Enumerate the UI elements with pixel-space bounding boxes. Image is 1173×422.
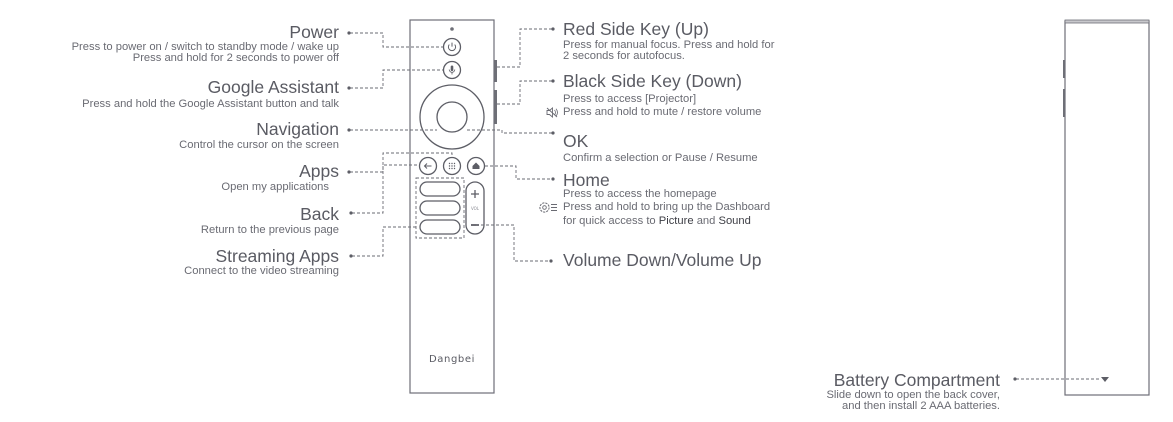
streaming-app-button-1 <box>419 181 461 197</box>
label-desc: and then install 2 AAA batteries. <box>842 400 1000 412</box>
leader-lines-left <box>350 32 453 257</box>
label-desc: Open my applications <box>221 181 329 193</box>
label-streaming-apps: Streaming Apps Connect to the video stre… <box>184 246 339 277</box>
label-title: Black Side Key (Down) <box>563 71 742 91</box>
label-title: OK <box>563 131 589 151</box>
label-title: Apps <box>299 161 339 181</box>
vol-label: VOL <box>470 206 480 211</box>
slide-down-arrow-icon <box>1101 377 1109 382</box>
label-desc: Press to access the homepage <box>563 188 717 200</box>
label-desc: Press and hold to mute / restore volume <box>563 106 762 118</box>
label-ok: OK Confirm a selection or Pause / Resume <box>563 131 758 164</box>
volume-rocker <box>465 181 485 235</box>
google-assistant-button <box>442 60 462 80</box>
plus-icon <box>471 190 479 198</box>
label-title: Volume Down/Volume Up <box>563 250 762 270</box>
label-desc: Confirm a selection or Pause / Resume <box>563 152 758 164</box>
label-desc-row: for quick access to Picture and Sound <box>563 215 770 227</box>
back-button <box>418 156 438 176</box>
remote-body-side <box>1064 20 1150 396</box>
leader-dots-right <box>549 27 555 263</box>
label-title: Home <box>563 170 610 190</box>
apps-button <box>442 156 462 176</box>
highlight-picture: Picture <box>658 215 694 227</box>
label-desc: Press to access [Projector] <box>563 93 697 105</box>
label-desc: Return to the previous page <box>200 224 339 236</box>
home-button <box>466 156 486 176</box>
back-arrow-icon <box>423 163 432 169</box>
streaming-app-button-3 <box>419 219 461 235</box>
label-desc-row: Press and hold to mute / restore volume <box>546 106 762 118</box>
label-desc: Slide down to open the back cover, <box>826 389 1000 401</box>
battery-leader-dot <box>1013 377 1017 381</box>
label-desc-row: Press and hold to bring up the Dashboard <box>539 201 771 213</box>
streaming-apps-group-outline <box>415 177 465 239</box>
label-desc: Control the cursor on the screen <box>179 139 339 151</box>
label-desc: Press and hold to bring up the Dashboard <box>563 201 771 213</box>
highlight-sound: Sound <box>718 215 751 227</box>
label-title: Streaming Apps <box>215 246 339 266</box>
label-title: Google Assistant <box>207 77 339 97</box>
label-title: Power <box>289 22 339 42</box>
label-home: Home Press to access the homepage Press … <box>539 170 771 227</box>
power-button <box>442 37 462 57</box>
side-top-edge <box>1064 19 1150 24</box>
label-battery-compartment: Battery Compartment Slide down to open t… <box>826 370 1000 412</box>
red-side-key <box>494 60 497 82</box>
label-red-side-key: Red Side Key (Up) Press for manual focus… <box>563 19 774 62</box>
mute-speaker-icon <box>546 107 559 121</box>
ok-button <box>436 101 468 133</box>
label-black-side-key: Black Side Key (Down) Press to access [P… <box>546 71 762 118</box>
indicator-light <box>450 27 454 31</box>
leader-dots-left <box>347 31 353 258</box>
label-navigation: Navigation Control the cursor on the scr… <box>179 119 339 151</box>
label-apps: Apps Open my applications <box>221 161 339 193</box>
label-desc: Press and hold the Google Assistant butt… <box>82 98 339 110</box>
microphone-icon <box>450 65 454 71</box>
dashboard-settings-icon <box>538 201 562 217</box>
label-desc: Connect to the video streaming <box>184 265 339 277</box>
label-back: Back Return to the previous page <box>201 204 339 236</box>
label-power: Power Press to power on / switch to stan… <box>72 22 339 64</box>
label-google-assistant: Google Assistant Press and hold the Goog… <box>82 77 339 110</box>
power-icon <box>447 44 457 52</box>
side-key-down <box>1063 89 1065 117</box>
label-desc: for quick access to <box>563 215 659 227</box>
brand-logo: Dangbei <box>429 354 475 365</box>
label-desc: Press to power on / switch to standby mo… <box>71 41 339 53</box>
label-title: Battery Compartment <box>833 370 1000 390</box>
label-title: Red Side Key (Up) <box>563 19 709 39</box>
label-desc: Press and hold for 2 seconds to power of… <box>132 52 339 64</box>
streaming-app-button-2 <box>419 200 461 216</box>
label-title: Back <box>300 204 339 224</box>
label-desc: 2 seconds for autofocus. <box>563 50 685 62</box>
black-side-key <box>494 90 497 124</box>
label-title: Navigation <box>256 119 339 139</box>
home-icon <box>472 162 480 169</box>
label-desc: and <box>693 215 719 227</box>
label-volume: Volume Down/Volume Up <box>563 250 761 270</box>
apps-grid-icon <box>448 162 456 170</box>
side-key-up <box>1063 60 1065 78</box>
label-desc: Press for manual focus. Press and hold f… <box>563 39 775 51</box>
leader-lines-right <box>467 28 552 262</box>
